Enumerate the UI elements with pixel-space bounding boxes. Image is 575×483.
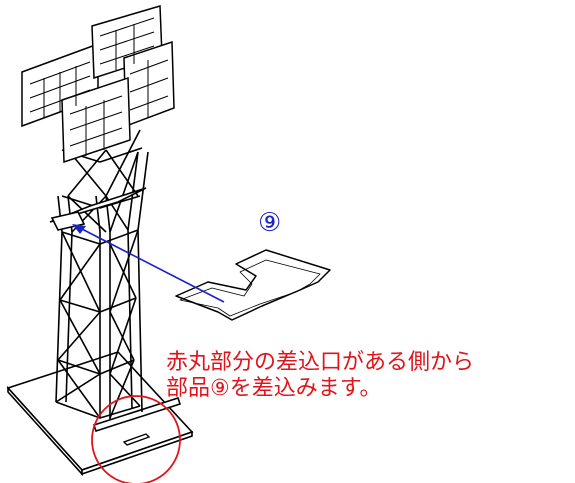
instruction-text: 赤丸部分の差込口がある側から 部品⑨を差込みます。 [166, 350, 474, 402]
insertion-arrow [72, 224, 225, 303]
instruction-line-2: 部品⑨を差込みます。 [166, 376, 382, 401]
part-number-label: ⑨ [258, 208, 282, 238]
instruction-line-1: 赤丸部分の差込口がある側から [166, 350, 475, 375]
base-slot [122, 433, 151, 446]
highlight-circle [91, 395, 181, 483]
part-9-piece [175, 249, 331, 321]
lighting-tower [55, 129, 149, 420]
light-grid-cells [29, 17, 169, 156]
